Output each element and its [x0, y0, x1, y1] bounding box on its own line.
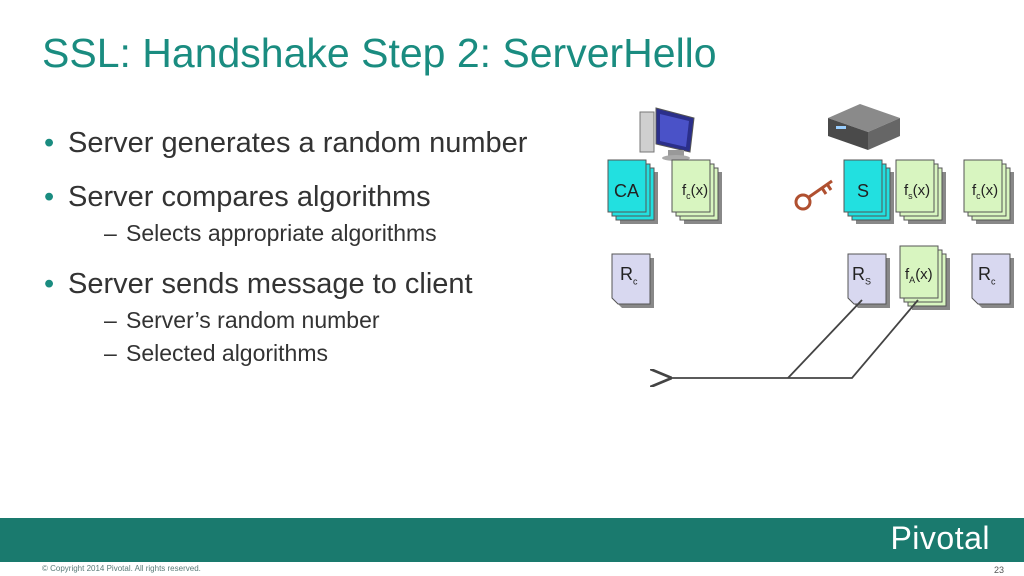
card-label-fc: fc(x) — [682, 182, 709, 201]
card-fc-server — [963, 159, 1014, 224]
card-fa — [899, 245, 950, 310]
card-label-rc-client: Rc — [620, 264, 638, 287]
bullet-item: Server compares algorithms — [44, 180, 644, 214]
server-hello-arrow — [670, 299, 919, 378]
bullet-item: Server generates a random number — [44, 126, 644, 160]
card-label-s: S — [857, 181, 870, 201]
card-label-fa: fA(x) — [905, 266, 933, 285]
card-ca — [607, 159, 658, 224]
copyright-notice: © Copyright 2014 Pivotal. All rights res… — [42, 564, 201, 573]
bullet-item: Server sends message to client — [44, 267, 644, 301]
pivotal-logo: Pivotal — [890, 520, 990, 556]
server-icon — [828, 104, 900, 150]
card-label-fs: fs(x) — [904, 182, 931, 201]
card-fs — [895, 159, 946, 224]
key-icon — [794, 179, 833, 211]
computer-monitor-icon — [639, 107, 695, 161]
card-rs — [847, 253, 890, 308]
card-rc-client — [611, 253, 654, 308]
page-number: 23 — [993, 565, 1004, 575]
card-label-rc-server: Rc — [978, 264, 996, 287]
card-s — [843, 159, 894, 224]
card-label-ca: CA — [614, 181, 640, 201]
sub-bullet-item: Selected algorithms — [44, 339, 644, 367]
footer-bar — [0, 518, 1024, 562]
bullet-list: Server generates a random number Server … — [44, 126, 644, 367]
sub-bullet-item: Server’s random number — [44, 306, 644, 334]
slide-title: SSL: Handshake Step 2: ServerHello — [42, 30, 717, 76]
card-rc-server — [971, 253, 1014, 308]
sub-bullet-item: Selects appropriate algorithms — [44, 219, 644, 247]
card-label-fc-server: fc(x) — [972, 182, 999, 201]
card-fc — [671, 159, 722, 224]
card-label-rs: RS — [852, 264, 872, 287]
